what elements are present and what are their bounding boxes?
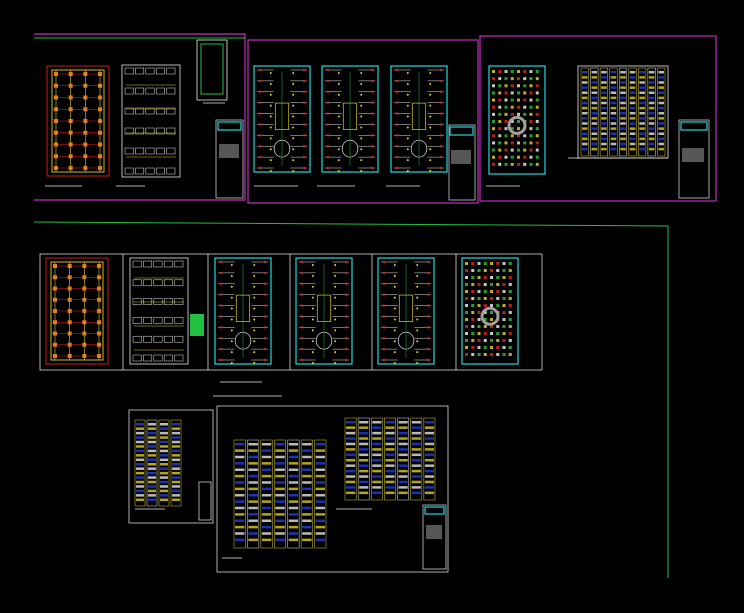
sheet-parking-plan-top[interactable] (116, 64, 181, 187)
sheet-side-elevation[interactable] (128, 409, 214, 524)
sheet-floor-plans-mid[interactable] (213, 257, 519, 397)
sheet-elevation-top[interactable] (568, 65, 669, 159)
middle-row-sheets-frame (39, 253, 543, 371)
sheet-elevations-bottom[interactable] (216, 405, 449, 573)
site-boundary (33, 221, 669, 578)
title-block-1 (215, 119, 244, 199)
top-row-frames (34, 33, 717, 204)
sheet-foundation-plan-mid[interactable] (45, 257, 109, 365)
title-block-3 (678, 119, 710, 199)
sheet-typical-plan-top[interactable] (486, 65, 546, 187)
sheet-floor-plans-top[interactable] (253, 65, 448, 187)
sheet-foundation-plan-top[interactable] (45, 65, 110, 187)
title-block-2 (448, 124, 476, 201)
sheet-parking-plan-mid[interactable] (129, 257, 204, 365)
sheet-key-plan[interactable] (196, 39, 228, 104)
